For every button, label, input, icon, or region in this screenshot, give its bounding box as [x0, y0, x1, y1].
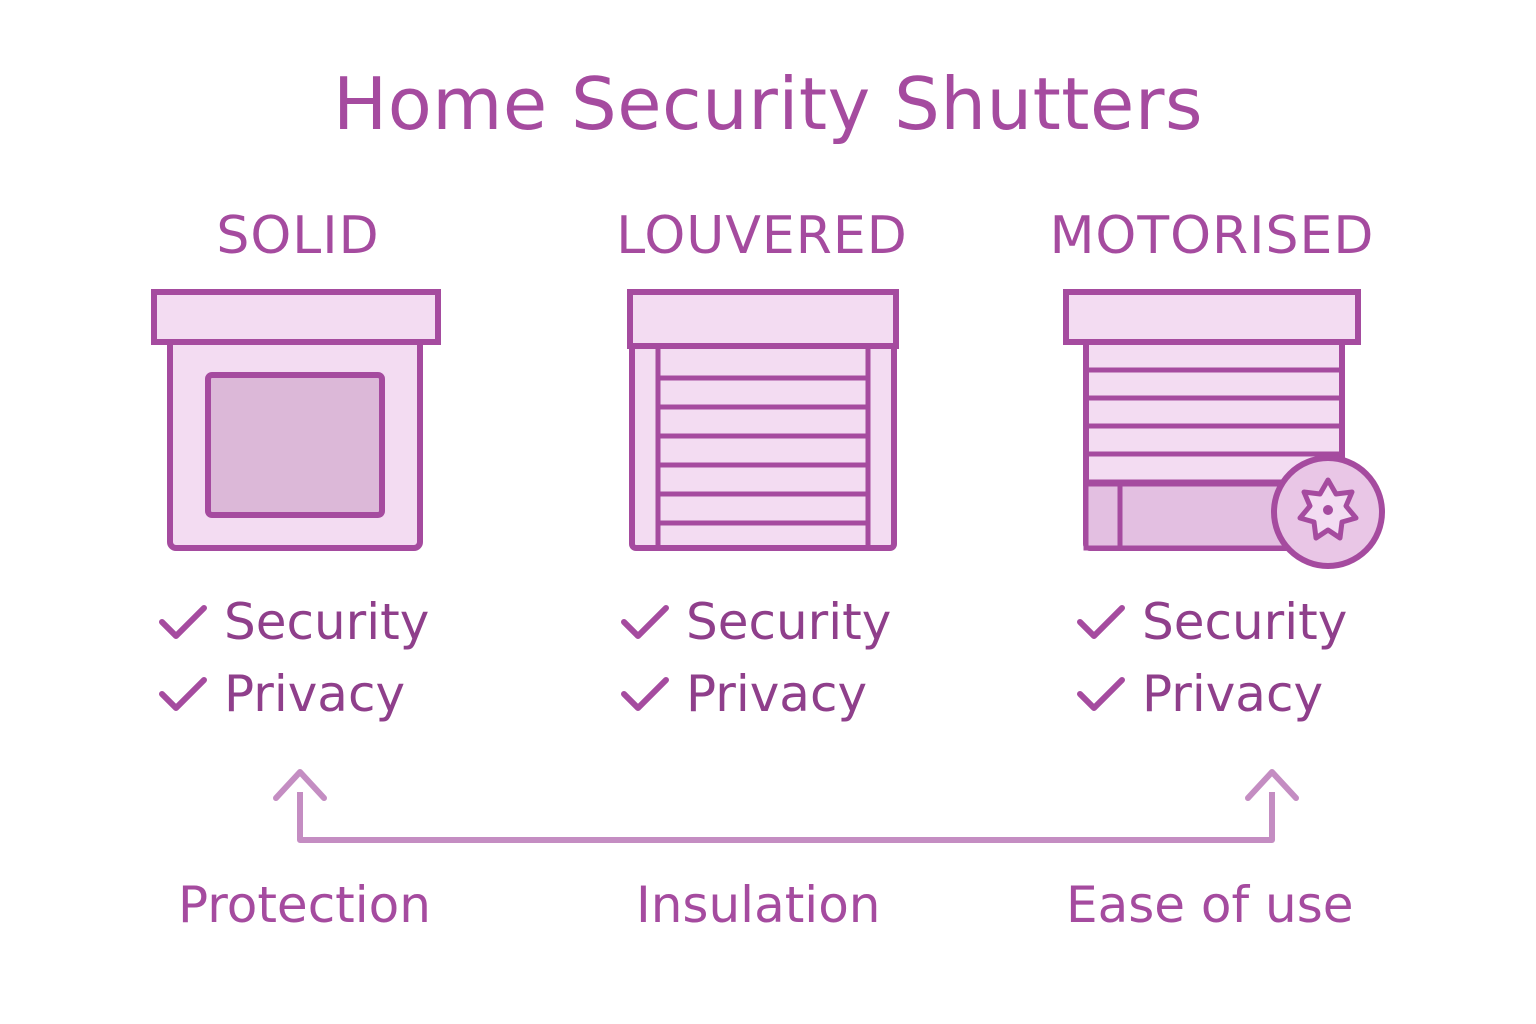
feature-item: Security [1076, 592, 1347, 652]
motorised-shutter-icon [1063, 289, 1385, 569]
bottom-label-protection: Protection [178, 876, 431, 934]
feature-label: Security [224, 593, 430, 651]
feature-label: Security [686, 593, 892, 651]
checkmark-icon [159, 677, 207, 711]
page-title: Home Security Shutters [333, 62, 1203, 146]
feature-label: Privacy [224, 665, 406, 723]
feature-item: Security [620, 592, 891, 652]
column-label-louvered: LOUVERED [616, 206, 908, 266]
feature-item: Privacy [620, 664, 867, 724]
bottom-label-insulation: Insulation [636, 876, 881, 934]
checkmark-icon [621, 605, 669, 639]
feature-item: Privacy [158, 664, 405, 724]
bottom-label-ease-of-use: Ease of use [1066, 876, 1354, 934]
feature-item: Privacy [1076, 664, 1323, 724]
checkmark-icon [1077, 677, 1125, 711]
checkmark-icon [621, 677, 669, 711]
column-label-solid: SOLID [216, 206, 380, 266]
checkmark-icon [159, 605, 207, 639]
feature-item: Security [158, 592, 429, 652]
column-label-motorised: MOTORISED [1049, 206, 1375, 266]
louvered-shutter-icon [627, 289, 899, 551]
checkmark-icon [1077, 605, 1125, 639]
feature-label: Privacy [1142, 665, 1324, 723]
feature-label: Security [1142, 593, 1348, 651]
feature-label: Privacy [686, 665, 868, 723]
solid-shutter-icon [151, 289, 441, 551]
